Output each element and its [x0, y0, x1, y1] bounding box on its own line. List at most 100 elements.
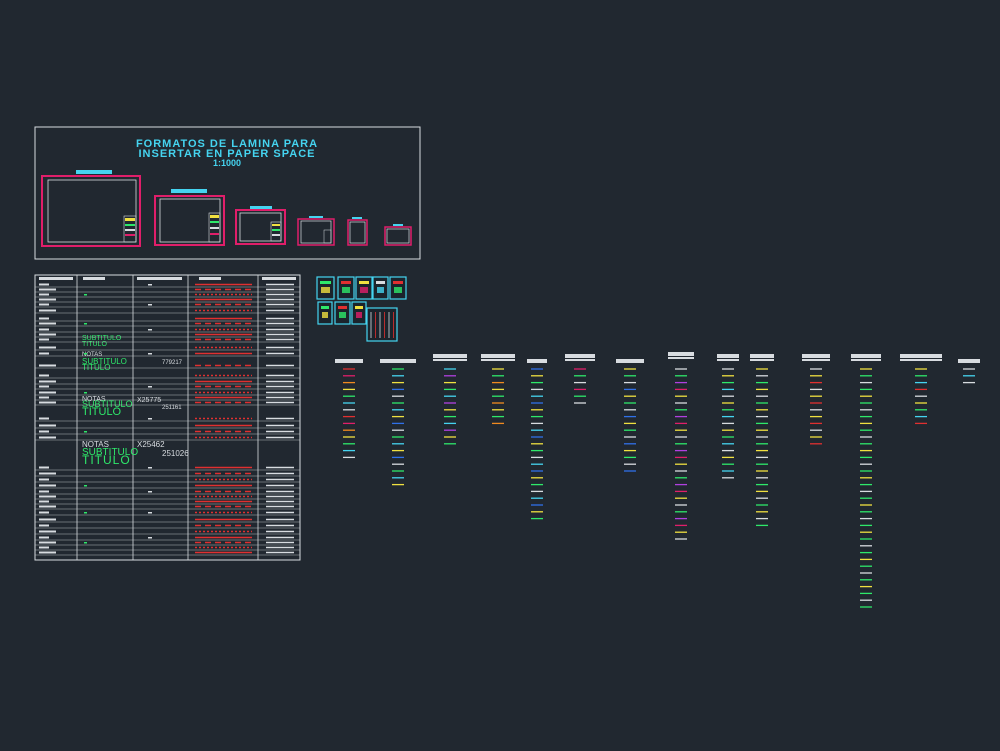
standards-table-frame — [34, 274, 301, 561]
drawing-scale-label: 1:1000 — [213, 158, 241, 168]
thumbnail-content — [394, 287, 402, 293]
thumbnail-content — [359, 281, 369, 284]
table-cell-mark — [39, 530, 56, 533]
legend-column-header — [851, 359, 881, 361]
table-cell-dot — [84, 542, 87, 544]
table-cell-mark — [39, 436, 56, 439]
legend-column-header — [851, 354, 881, 358]
legend-column-header — [717, 359, 739, 361]
sample-subtitulo-3: SUBTITULO — [82, 399, 133, 409]
table-cell-dot — [84, 294, 87, 296]
table-cell-mark — [39, 541, 56, 544]
table-cell-dot — [148, 537, 152, 539]
thumbnail-content — [342, 287, 350, 293]
thumbnail-content — [355, 306, 363, 309]
table-cell-mark — [39, 309, 56, 312]
legend-column-header — [802, 359, 830, 361]
table-cell-dot — [148, 284, 152, 286]
sheet-format-a2[interactable] — [235, 206, 286, 245]
legend-column-header — [565, 359, 595, 361]
detail-thumbnail-large[interactable] — [366, 307, 398, 342]
table-cell-mark — [39, 536, 49, 539]
table-cell-dot — [148, 467, 152, 469]
table-cell-dot — [84, 323, 87, 325]
legend-column-header — [750, 354, 774, 358]
thumbnail-content — [321, 306, 329, 309]
legend-column-header — [433, 359, 467, 361]
legend-column-header — [900, 359, 942, 361]
thumbnail-content — [339, 312, 346, 318]
table-cell-dot — [84, 353, 87, 355]
table-cell-mark — [39, 430, 49, 433]
table-cell-mark — [39, 466, 49, 469]
sheet-format-a5[interactable] — [384, 224, 412, 246]
table-cell-mark — [39, 500, 49, 503]
sample-num-c: 779217 — [162, 360, 183, 366]
sheet-format-a4[interactable] — [347, 217, 368, 246]
sheet-format-a1[interactable] — [154, 189, 225, 246]
detail-thumbnails — [316, 276, 407, 342]
table-cell-mark — [39, 417, 49, 420]
table-cell-mark — [39, 484, 56, 487]
sheet-format-a3[interactable] — [297, 216, 335, 246]
table-cell-mark — [39, 322, 56, 325]
table-cell-mark — [39, 288, 56, 291]
thumbnail-content — [322, 312, 328, 318]
table-cell-mark — [39, 396, 49, 399]
thumbnail-content — [321, 287, 330, 293]
legend-column-header — [668, 352, 694, 356]
sample-subtitulo-2: SUBTITULO — [82, 357, 127, 366]
table-cell-mark — [39, 511, 49, 514]
thumbnail-content — [338, 306, 347, 309]
sample-subtitulo-4: SUBTITULO — [82, 447, 138, 458]
table-cell-mark — [39, 338, 49, 341]
table-cell-dot — [148, 512, 152, 514]
table-cell-mark — [39, 374, 49, 377]
sample-titulo-1: TITULO — [82, 341, 107, 348]
thumbnail-content — [376, 281, 385, 284]
table-cell-mark — [39, 333, 56, 336]
drawing-title-line1: FORMATOS DE LAMINA PARA — [136, 138, 318, 150]
legend-column-header — [802, 354, 830, 358]
table-cell-mark — [39, 364, 56, 367]
table-cell-mark — [39, 505, 56, 508]
table-cell-mark — [39, 380, 56, 383]
table-cell-mark — [39, 401, 56, 404]
table-cell-dot — [148, 386, 152, 388]
table-cell-mark — [39, 283, 49, 286]
sheet-format-a0[interactable] — [41, 170, 141, 247]
drawing-title-line2: INSERTAR EN PAPER SPACE — [138, 148, 315, 160]
sample-num-a: 251161 — [162, 405, 182, 411]
table-cell-mark — [39, 317, 49, 320]
sample-code-b: X25462 — [137, 440, 165, 449]
table-cell-dot — [148, 304, 152, 306]
sample-notas-1: NOTAS — [82, 352, 102, 358]
table-cell-mark — [39, 490, 49, 493]
table-cell-mark — [39, 352, 49, 355]
table-cell-mark — [39, 518, 56, 521]
table-cell-mark — [39, 495, 56, 498]
table-cell-mark — [39, 293, 49, 296]
legend-column-header — [616, 359, 644, 363]
legend-column-header — [900, 354, 942, 358]
table-cell-dot — [84, 485, 87, 487]
thumbnail-content — [377, 287, 384, 293]
table-cell-mark — [39, 346, 56, 349]
legend-column-header — [565, 354, 595, 358]
table-cell-mark — [39, 303, 49, 306]
sheet-formats-panel: FORMATOS DE LAMINA PARA INSERTAR EN PAPE… — [34, 126, 421, 260]
table-cell-dot — [84, 392, 87, 394]
table-cell-mark — [39, 385, 49, 388]
table-cell-dot — [84, 512, 87, 514]
table-cell-mark — [39, 424, 56, 427]
thumbnail-content — [341, 281, 351, 284]
table-cell-mark — [39, 478, 49, 481]
thumbnail-content — [356, 312, 362, 318]
sample-subtitulo-1: SUBTITULO — [82, 335, 122, 342]
table-cell-mark — [39, 524, 49, 527]
table-cell-dot — [148, 353, 152, 355]
thumbnail-content — [360, 287, 368, 293]
table-cell-dot — [148, 418, 152, 420]
legend-column-header — [750, 359, 774, 361]
